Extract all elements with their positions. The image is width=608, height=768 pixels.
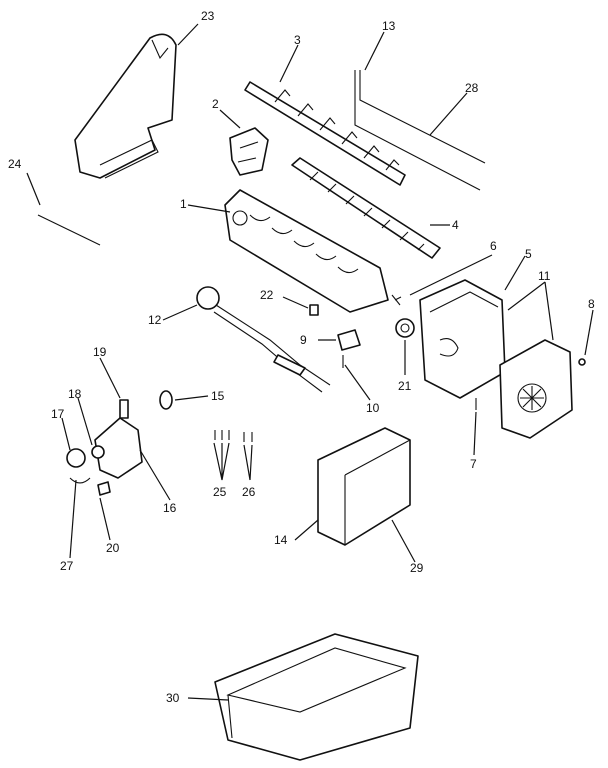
part-4-stripper bbox=[291, 157, 441, 259]
label-21: 21 bbox=[398, 379, 412, 393]
part-21-gear bbox=[395, 318, 415, 338]
label-20: 20 bbox=[106, 541, 120, 555]
part-26-screws bbox=[243, 432, 253, 442]
part-3-ejector bbox=[244, 81, 406, 186]
part-22-clip bbox=[309, 304, 319, 316]
part-14-29-panel bbox=[317, 427, 411, 546]
label-15: 15 bbox=[211, 389, 225, 403]
part-1-mold bbox=[224, 189, 389, 313]
label-23: 23 bbox=[201, 9, 215, 23]
part-23-chute-cover bbox=[74, 33, 177, 179]
label-7: 7 bbox=[470, 457, 477, 471]
part-15-grommet bbox=[159, 390, 173, 410]
part-8-screw bbox=[578, 358, 586, 366]
part-5-housing bbox=[419, 279, 506, 399]
label-12: 12 bbox=[148, 313, 162, 327]
part-25-screws bbox=[214, 430, 230, 440]
label-10: 10 bbox=[366, 401, 380, 415]
label-13: 13 bbox=[382, 19, 396, 33]
part-13-28-arm bbox=[354, 70, 486, 191]
label-16: 16 bbox=[163, 501, 177, 515]
label-17: 17 bbox=[51, 407, 65, 421]
part-30-ice-bin bbox=[214, 633, 419, 761]
label-18: 18 bbox=[68, 387, 82, 401]
label-9: 9 bbox=[300, 333, 307, 347]
label-11: 11 bbox=[538, 269, 551, 283]
label-25: 25 bbox=[213, 485, 227, 499]
label-8: 8 bbox=[588, 297, 595, 311]
label-30: 30 bbox=[166, 691, 180, 705]
part-labels: 23 3 13 28 2 24 1 4 6 5 11 8 22 12 9 10 … bbox=[8, 9, 595, 705]
label-1: 1 bbox=[180, 197, 187, 211]
leader-lines bbox=[26, 23, 594, 701]
label-24: 24 bbox=[8, 157, 22, 171]
part-24-wire bbox=[37, 214, 101, 246]
part-2-bracket bbox=[229, 127, 269, 176]
label-4: 4 bbox=[452, 218, 459, 232]
label-22: 22 bbox=[260, 288, 274, 302]
part-16-water-valve bbox=[66, 399, 143, 496]
part-6-screw bbox=[391, 294, 402, 306]
part-9-clip bbox=[337, 329, 361, 351]
label-3: 3 bbox=[294, 33, 301, 47]
label-26: 26 bbox=[242, 485, 256, 499]
label-2: 2 bbox=[212, 97, 219, 111]
label-19: 19 bbox=[93, 345, 107, 359]
label-27: 27 bbox=[60, 559, 74, 573]
label-29: 29 bbox=[410, 561, 424, 575]
label-28: 28 bbox=[465, 81, 479, 95]
label-14: 14 bbox=[274, 533, 288, 547]
label-6: 6 bbox=[490, 239, 497, 253]
label-5: 5 bbox=[525, 247, 532, 261]
part-11-cover bbox=[499, 339, 573, 439]
part-12-harness bbox=[196, 286, 331, 393]
